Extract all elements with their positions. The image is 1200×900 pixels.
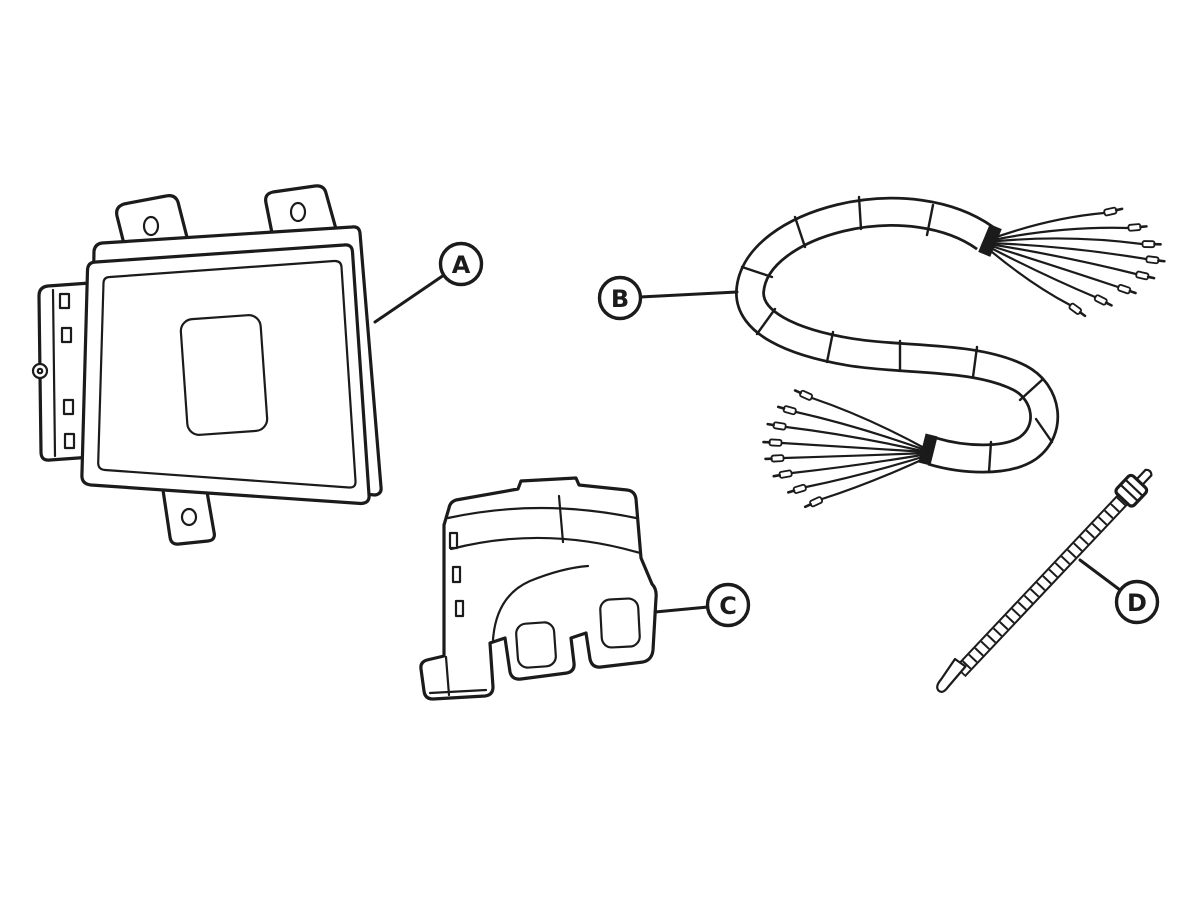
tab-hole: [142, 215, 160, 237]
wire-fan-left: [762, 386, 932, 511]
tie-strap: [954, 488, 1134, 678]
callout-d: D: [1078, 558, 1160, 625]
screw-head: [31, 362, 49, 380]
tape-bands: [740, 195, 1054, 474]
leader-line: [373, 273, 446, 324]
connector-pin: [63, 432, 76, 450]
connector-pin: [60, 326, 73, 344]
leader-line: [1078, 558, 1122, 592]
callout-c-circle: [705, 582, 751, 628]
part-d-cable-tie-drawing: [936, 468, 1153, 693]
callout-b-circle: [597, 275, 643, 321]
callout-a: A: [373, 241, 484, 324]
callout-b: B: [597, 275, 739, 321]
module-body: [80, 225, 383, 506]
connector-pin: [58, 292, 71, 310]
part-b-harness-drawing: [735, 195, 1167, 511]
bracket-loop-opening: [515, 621, 557, 669]
tie-tip: [936, 657, 967, 693]
tab-hole: [289, 201, 307, 223]
tie-head: [1114, 468, 1153, 508]
part-a-module-drawing: [31, 184, 383, 546]
leader-line: [638, 290, 739, 299]
bracket-slot: [448, 531, 459, 550]
side-connector-block: [31, 281, 94, 462]
tab-hole: [180, 507, 198, 527]
bracket-silhouette: [419, 476, 658, 701]
callout-b-letter: B: [611, 285, 629, 313]
wire-fan-right: [984, 204, 1167, 320]
part-c-bracket-drawing: [419, 476, 658, 701]
callout-c-letter: C: [719, 592, 737, 620]
connector-pin: [62, 398, 75, 416]
callout-c: C: [653, 582, 751, 628]
bracket-hook-opening: [599, 597, 641, 649]
callout-d-circle: [1114, 579, 1160, 625]
callout-a-circle: [438, 241, 484, 287]
bracket-slot: [451, 565, 462, 584]
callout-a-letter: A: [452, 251, 471, 279]
bracket-slot: [454, 599, 465, 618]
leader-line: [653, 605, 710, 614]
callout-d-letter: D: [1127, 589, 1147, 617]
module-recess: [179, 314, 269, 436]
